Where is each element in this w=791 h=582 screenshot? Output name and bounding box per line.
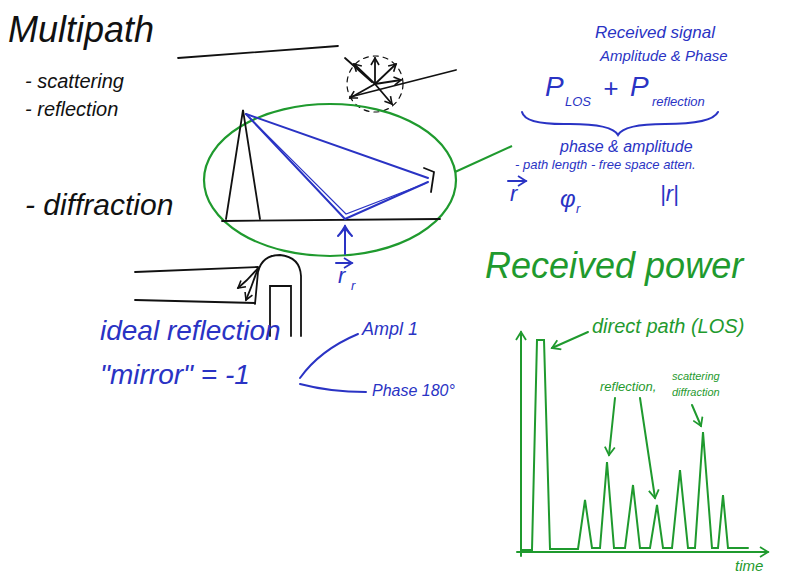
- branch-line: [300, 384, 366, 392]
- vector-symbol: r: [338, 264, 345, 288]
- note-text: - path length - free space atten.: [515, 158, 696, 172]
- chart-title: Received power: [485, 246, 743, 286]
- x-axis: [517, 551, 768, 553]
- note-text: Ampl 1: [362, 320, 418, 340]
- direct-path: [246, 114, 428, 178]
- receiver-symbol: [424, 168, 434, 192]
- axis-label: time: [735, 558, 763, 575]
- note-text: Phase 180°: [372, 382, 455, 400]
- list-item: - scattering: [25, 70, 124, 92]
- reflected-path: [250, 118, 424, 214]
- annotation: reflection,: [600, 380, 656, 394]
- surface-line: [178, 46, 338, 58]
- reflection-pointer: [338, 228, 352, 236]
- pointer-arrow: [692, 405, 701, 426]
- annotation: direct path (LOS): [592, 315, 744, 337]
- scatter-ray: [375, 84, 392, 104]
- highlight-ellipse: [204, 104, 456, 256]
- pointer-arrow: [609, 398, 615, 455]
- heading-text: ideal reflection: [100, 316, 281, 347]
- branch-line: [300, 334, 358, 378]
- pointer-arrow: [640, 398, 655, 498]
- list-item: - reflection: [25, 98, 118, 120]
- note-text: phase & amplitude: [560, 138, 693, 156]
- formula-text: "mirror" = -1: [100, 360, 250, 391]
- operator: +: [603, 74, 618, 103]
- annotation: scattering: [672, 370, 720, 382]
- phase-symbol: φ: [560, 186, 576, 212]
- leader-line: [455, 146, 512, 172]
- y-axis: [520, 332, 522, 556]
- scatter-ray: [374, 58, 376, 84]
- scatter-ray: [350, 84, 375, 98]
- subscript: r: [576, 202, 580, 216]
- subscript: LOS: [565, 95, 591, 109]
- note-text: Received signal: [595, 24, 715, 43]
- subscript: r: [351, 279, 355, 293]
- power-profile: [522, 340, 748, 550]
- list-item: - diffraction: [25, 188, 173, 221]
- annotation: diffraction: [672, 386, 720, 398]
- ray-line: [135, 300, 255, 303]
- ground-line: [222, 219, 440, 221]
- subscript: reflection: [652, 95, 705, 109]
- antenna-tower: [226, 110, 260, 219]
- power-symbol: P: [545, 72, 564, 103]
- power-symbol: P: [630, 72, 649, 103]
- ray-line: [135, 267, 258, 272]
- brace: [522, 112, 718, 135]
- scatter-ray: [375, 80, 401, 84]
- diffracted-ray: [246, 268, 258, 300]
- reflected-path: [246, 114, 428, 219]
- pointer-arrow: [552, 332, 588, 348]
- magnitude-symbol: |r|: [660, 182, 679, 206]
- scatter-circle: [347, 56, 403, 112]
- incident-ray: [345, 58, 372, 82]
- title: Multipath: [8, 10, 154, 50]
- vector-symbol: r: [510, 182, 517, 206]
- note-text: Amplitude & Phase: [600, 48, 728, 65]
